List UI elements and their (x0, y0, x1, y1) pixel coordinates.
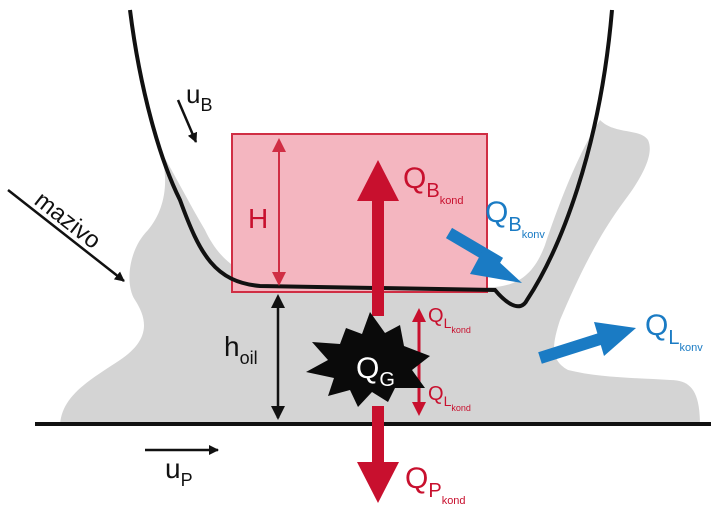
hoil-arrow-bottom (271, 406, 285, 420)
oil-region (60, 120, 700, 425)
lubricant-label: mazivo (29, 186, 106, 254)
QLkonv-label: QLkonv (645, 309, 703, 354)
hoil-label: hoil (224, 331, 258, 368)
QLkond-bottom-label: QLkond (428, 383, 471, 413)
lubricant-arrow (7, 189, 125, 282)
uB-label: uB (186, 79, 212, 115)
QLkond-top-label: QLkond (428, 305, 471, 335)
QBkond-arrow-shaft (372, 198, 384, 316)
QPkond-arrow-shaft (372, 406, 384, 466)
QLkond-arrow-head-top (412, 308, 426, 322)
H-arrow-top (272, 138, 286, 152)
QBkond-label: QBkond (403, 162, 464, 207)
heat-source-blob (306, 312, 430, 407)
QLkond-arrow-head-bottom (412, 402, 426, 416)
hoil-arrow-top (271, 294, 285, 308)
QLkonv-arrow-head (594, 322, 636, 356)
contact-block (231, 133, 488, 293)
QBkonv-label: QBkonv (485, 196, 545, 241)
body-outline (128, 9, 614, 309)
H-arrow-bottom (272, 272, 286, 286)
QBkonv-arrow-head (470, 248, 522, 283)
uB-arrow (176, 99, 198, 143)
QPkond-arrow-head (357, 462, 399, 503)
QPkond-label: QPkond (405, 462, 466, 507)
H-label: H (248, 203, 268, 234)
QBkond-arrow-head (357, 160, 399, 201)
QG-label: QG (356, 352, 395, 391)
QLkonv-arrow-shaft (538, 332, 605, 364)
uP-label: uP (165, 453, 193, 490)
